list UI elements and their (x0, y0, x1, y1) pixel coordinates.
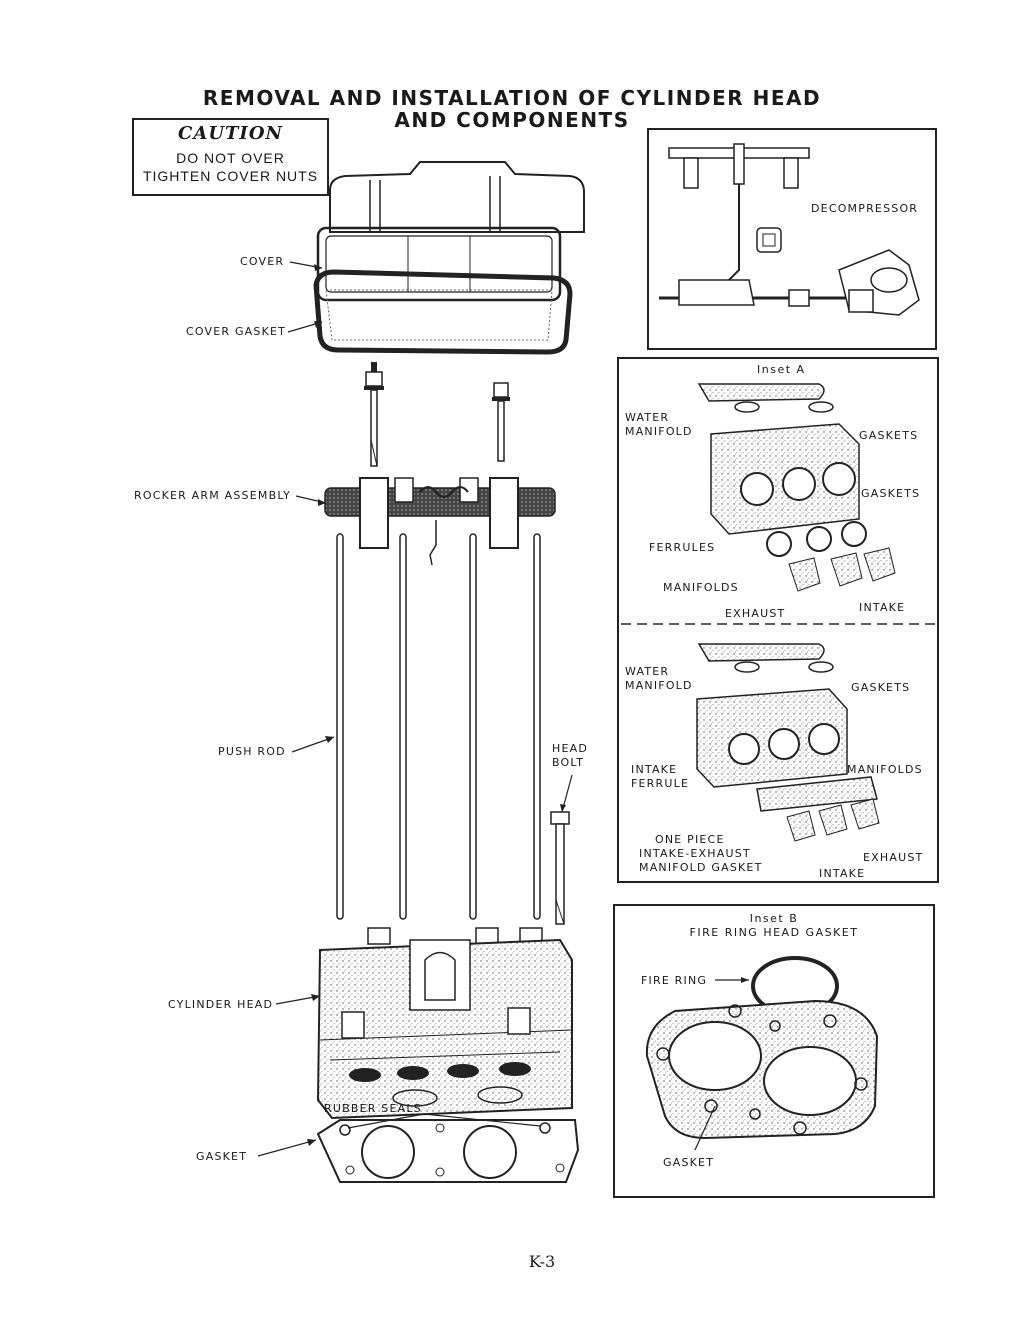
inset-a-lower-one-piece: ONE PIECE (655, 833, 725, 846)
inset-b-gasket-label: GASKET (663, 1156, 715, 1169)
inset-a-upper-exhaust: EXHAUST (725, 607, 786, 620)
page-title: REMOVAL AND INSTALLATION OF CYLINDER HEA… (202, 86, 822, 110)
label-cover: COVER (240, 255, 285, 268)
page-number: K-3 (528, 1252, 556, 1271)
inset-a-panel: Inset A WATER MANIFOLD GASKETS GASKETS F… (617, 357, 939, 883)
inset-a-lower-intake-exhaust: INTAKE-EXHAUST (639, 847, 751, 860)
cover-gasket-drawing (313, 269, 573, 355)
inset-a-lower-intake: INTAKE (631, 763, 678, 776)
inset-a-upper-gaskets-top: GASKETS (859, 429, 919, 442)
inset-a-lower-manifold: MANIFOLD (625, 679, 693, 692)
caution-heading: CAUTION (178, 123, 283, 144)
label-head-bolt-line1: HEAD (552, 742, 589, 755)
rocker-studs (364, 362, 510, 467)
inset-a-upper-manifolds: MANIFOLDS (663, 581, 739, 594)
caution-line-2: TIGHTEN COVER NUTS (142, 168, 319, 184)
head-bolt-drawing (550, 811, 570, 925)
inset-a-lower-manifold-gasket: MANIFOLD GASKET (639, 861, 763, 874)
label-push-rod: PUSH ROD (218, 745, 286, 758)
inset-b-subtitle: FIRE RING HEAD GASKET (689, 926, 859, 939)
cylinder-head-drawing (316, 927, 573, 1120)
label-gasket: GASKET (196, 1150, 248, 1163)
inset-a-lower-exhaust: EXHAUST (863, 851, 924, 864)
inset-a-illustration (621, 383, 939, 842)
label-cover-gasket: COVER GASKET (186, 325, 287, 338)
inset-a-upper-ferrules: FERRULES (649, 541, 716, 554)
inset-b-title: Inset B (749, 912, 799, 925)
label-decompressor: DECOMPRESSOR (811, 202, 919, 215)
inset-a-lower-intake-bottom: INTAKE (819, 867, 866, 880)
label-head-bolt-line2: BOLT (552, 756, 585, 769)
inset-a-upper-intake: INTAKE (859, 601, 906, 614)
inset-b-fire-ring-label: FIRE RING (641, 974, 708, 987)
decompressor-panel: DECOMPRESSOR (647, 128, 937, 350)
label-rubber-seals: RUBBER SEALS (324, 1102, 422, 1115)
caution-line-1: DO NOT OVER (176, 150, 285, 166)
inset-a-lower-ferrule: FERRULE (631, 777, 690, 790)
inset-a-upper-water: WATER (625, 411, 670, 424)
inset-a-upper-manifold: MANIFOLD (625, 425, 693, 438)
inset-a-lower-gaskets: GASKETS (851, 681, 911, 694)
inset-a-upper-gaskets-right: GASKETS (861, 487, 921, 500)
inset-a-lower-water: WATER (625, 665, 670, 678)
caution-box: CAUTION DO NOT OVER TIGHTEN COVER NUTS (132, 118, 329, 196)
inset-b-panel: Inset B FIRE RING HEAD GASKET FIRE RING … (613, 904, 935, 1198)
label-rocker-arm-assembly: ROCKER ARM ASSEMBLY (134, 489, 292, 502)
page-title-line2: AND COMPONENTS (394, 108, 630, 132)
inset-a-lower-manifolds: MANIFOLDS (847, 763, 923, 776)
decompressor-illustration (659, 143, 920, 316)
push-rods-drawing (336, 533, 541, 920)
inset-b-illustration (645, 956, 879, 1151)
label-cylinder-head: CYLINDER HEAD (168, 998, 274, 1011)
cover-drawing (316, 161, 585, 302)
head-gasket-drawing (316, 1119, 580, 1183)
rocker-arm-assembly-drawing (324, 477, 556, 566)
inset-a-title: Inset A (757, 363, 806, 376)
